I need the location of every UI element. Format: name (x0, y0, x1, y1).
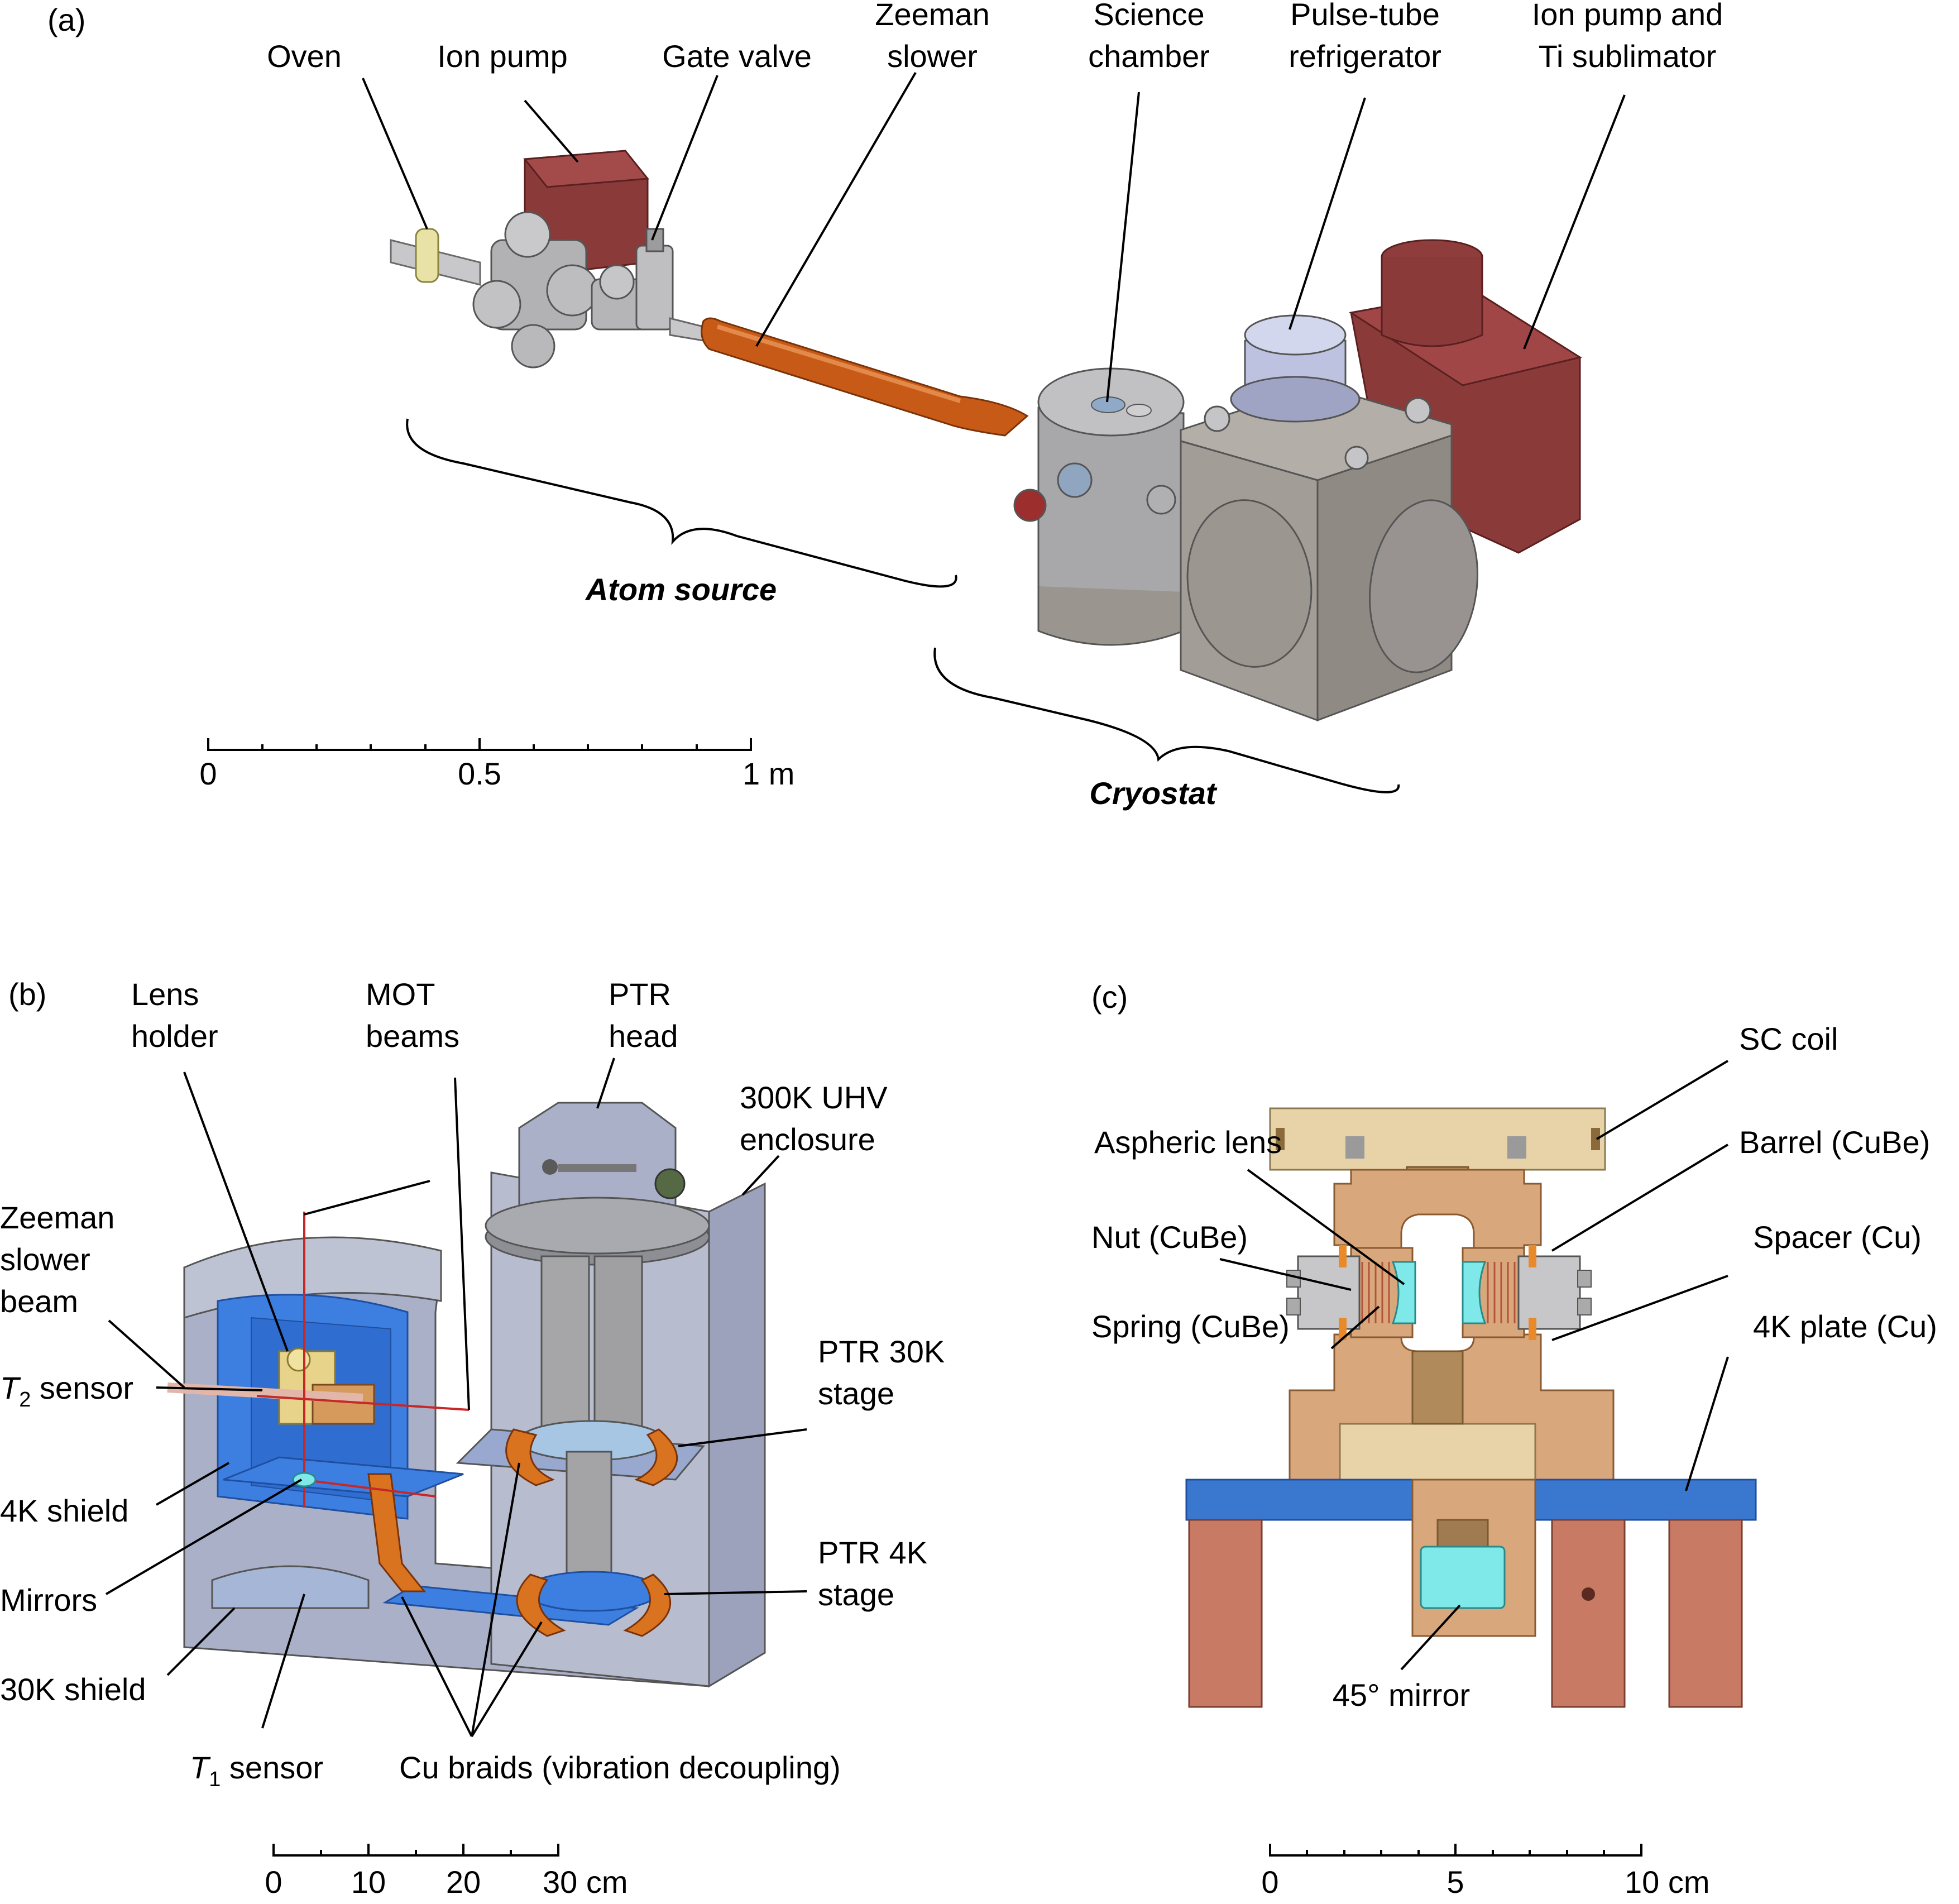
label-sc-coil: SC coil (1739, 1021, 1838, 1056)
scale-a-tick-1: 0.5 (458, 756, 501, 791)
label-spring: Spring (CuBe) (1091, 1309, 1290, 1344)
scale-a-tick-0: 0 (199, 756, 217, 791)
label-zeeman-beam-3: beam (0, 1284, 78, 1319)
cu-braid-4k-left (516, 1573, 566, 1637)
panel-a-tag: (a) (47, 2, 85, 37)
t2-sub: 2 (19, 1388, 31, 1412)
scale-c-tick-2: 10 cm (1625, 1864, 1710, 1900)
label-ptr-30k-2: stage (818, 1376, 894, 1411)
label-barrel: Barrel (CuBe) (1739, 1125, 1930, 1160)
panel-a: (a) (47, 0, 1723, 811)
label-ptr-head-2: head (609, 1018, 678, 1054)
label-nut: Nut (CuBe) (1091, 1219, 1248, 1255)
mirror-45 (1420, 1546, 1506, 1609)
t1-var: T (190, 1750, 211, 1785)
label-mirrors: Mirrors (0, 1582, 97, 1618)
mot-beam-2 (256, 1395, 470, 1411)
leg-right (1668, 1519, 1743, 1708)
cryostat-drawing (1013, 239, 1582, 722)
nut-left (1297, 1255, 1361, 1330)
scale-bar-c: 0 5 10 cm (1261, 1844, 1710, 1900)
label-ion-ti-1: Ion pump and (1532, 0, 1723, 32)
cu-braid-4k-right (623, 1573, 672, 1637)
label-aspheric-lens: Aspheric lens (1094, 1125, 1282, 1160)
cryostat-side-flange (1368, 499, 1479, 673)
ptr-connector (654, 1168, 686, 1199)
atom-source-drawing (390, 150, 1029, 437)
brace-atom-source (406, 418, 957, 588)
label-ptr-head-1: PTR (609, 977, 671, 1012)
label-ion-ti-2: Ti sublimator (1539, 39, 1716, 74)
oven-body (415, 228, 439, 283)
panel-b-tag: (b) (8, 977, 46, 1012)
scale-c-tick-0: 0 (1261, 1864, 1278, 1900)
scale-bar-a: 0 0.5 1 m (199, 738, 794, 791)
viewport-red (1013, 489, 1047, 522)
cryostat-cutaway-drawing (167, 1102, 766, 1688)
brace-cryostat (933, 647, 1400, 793)
mot-beam-3 (301, 1479, 436, 1498)
label-mot-beams-2: beams (366, 1018, 459, 1054)
scale-c-tick-1: 5 (1447, 1864, 1464, 1900)
label-ion-pump: Ion pump (437, 39, 568, 74)
label-45-mirror: 45° mirror (1333, 1677, 1470, 1712)
leg-left (1188, 1519, 1263, 1708)
scale-b-tick-2: 20 (446, 1864, 481, 1900)
label-uhv-enclosure-2: enclosure (740, 1122, 875, 1157)
cryostat-front-flange (1186, 499, 1313, 668)
label-oven: Oven (267, 39, 342, 74)
scale-a-tick-2: 1 m (743, 756, 794, 791)
shield-30k-floor (211, 1565, 370, 1609)
cu-braid-30k-right (634, 1428, 678, 1486)
spring-right (1487, 1262, 1516, 1323)
label-zeeman-beam-1: Zeeman (0, 1200, 114, 1235)
gate-valve-body (635, 245, 674, 331)
label-science-chamber-1: Science (1093, 0, 1204, 32)
label-ptr-4k-2: stage (818, 1577, 894, 1612)
label-4k-plate: 4K plate (Cu) (1753, 1309, 1937, 1344)
label-ptr-4k-1: PTR 4K (818, 1535, 927, 1570)
t1-sub: 1 (209, 1768, 221, 1791)
leg-mid (1551, 1519, 1626, 1708)
label-mot-beams-1: MOT (366, 977, 435, 1012)
label-cu-braids: Cu braids (vibration decoupling) (399, 1750, 841, 1785)
label-uhv-enclosure-1: 300K UHV (740, 1080, 888, 1115)
scale-bar-b: 0 10 20 30 cm (265, 1844, 628, 1900)
lens-assembly-cross-section (1185, 1107, 1757, 1708)
label-spacer: Spacer (Cu) (1753, 1219, 1922, 1255)
t2-var: T (0, 1370, 21, 1405)
label-ptr-2: refrigerator (1289, 39, 1441, 74)
label-t2-sensor: T2 sensor (0, 1370, 133, 1412)
t2-rest: sensor (31, 1370, 133, 1405)
label-lens-holder-2: holder (131, 1018, 218, 1054)
panel-c-tag: (c) (1091, 979, 1128, 1015)
label-gate-valve: Gate valve (662, 39, 812, 74)
label-zeeman-slower-2: slower (887, 39, 978, 74)
label-t1-sensor: T1 sensor (190, 1750, 323, 1791)
spacer-right (1529, 1245, 1536, 1267)
panel-c: (c) (1091, 979, 1937, 1900)
label-ptr-1: Pulse-tube (1290, 0, 1440, 32)
sc-coil-cap (1269, 1107, 1606, 1171)
label-cryostat: Cryostat (1089, 776, 1218, 811)
label-ptr-30k-1: PTR 30K (818, 1334, 945, 1369)
spacer-left (1339, 1245, 1347, 1267)
label-30k-shield: 30K shield (0, 1672, 146, 1707)
nut-right (1517, 1255, 1581, 1330)
label-atom-source: Atom source (585, 572, 777, 607)
label-4k-shield: 4K shield (0, 1493, 128, 1528)
scale-b-tick-1: 10 (351, 1864, 386, 1900)
mirrors-element (292, 1472, 317, 1487)
label-zeeman-beam-2: slower (0, 1242, 90, 1277)
panel-b: (b) (0, 977, 945, 1900)
aspheric-lens-right (1462, 1261, 1487, 1324)
label-zeeman-slower-1: Zeeman (875, 0, 989, 32)
label-science-chamber-2: chamber (1088, 39, 1210, 74)
t1-rest: sensor (221, 1750, 323, 1785)
scale-b-tick-0: 0 (265, 1864, 282, 1900)
aspheric-lens-left (1391, 1261, 1416, 1324)
label-lens-holder-1: Lens (131, 977, 199, 1012)
scale-b-tick-3: 30 cm (543, 1864, 628, 1900)
